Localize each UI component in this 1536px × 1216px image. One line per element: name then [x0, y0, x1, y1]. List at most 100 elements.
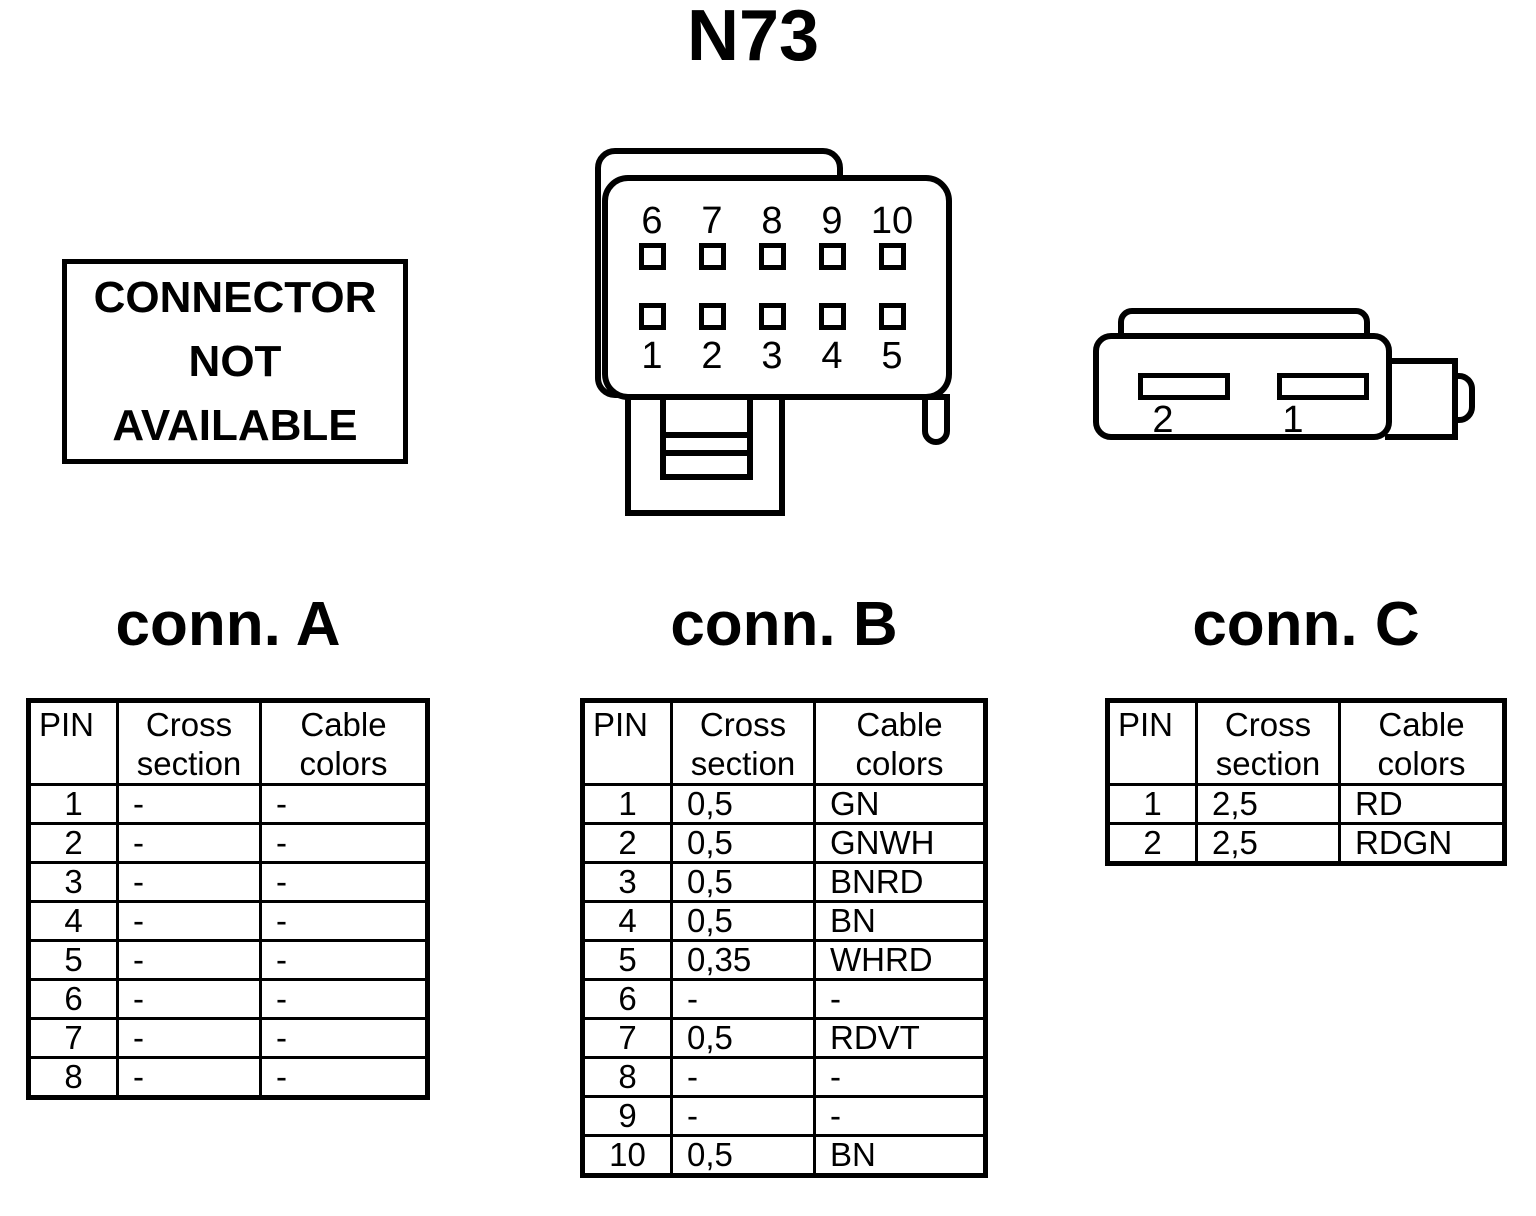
- pin-column: 8: [742, 201, 802, 270]
- cable-color-cell: -: [813, 1095, 987, 1137]
- table-row: 3--: [27, 861, 429, 903]
- pin-number-label: 1: [641, 335, 663, 377]
- connector-c-slot-1: [1277, 373, 1369, 400]
- pin-column: 6: [622, 201, 682, 270]
- cable-color-cell: -: [259, 1056, 429, 1099]
- table-row: 2--: [27, 822, 429, 864]
- cable-color-cell: -: [259, 900, 429, 942]
- connector-c-extension: [1385, 358, 1458, 440]
- connector-c-slot-2: [1138, 373, 1230, 400]
- cable-color-cell: BNRD: [813, 861, 987, 903]
- cross-section-cell: 0,5: [670, 1017, 816, 1059]
- column-header: PIN: [1106, 699, 1198, 786]
- pin-number-label: 4: [821, 335, 843, 377]
- cross-section-cell: 2,5: [1195, 783, 1341, 825]
- pin-number-cell: 4: [581, 900, 673, 942]
- slot-number-label: 2: [1152, 399, 1174, 441]
- cross-section-cell: -: [670, 1095, 816, 1137]
- pin-number-cell: 2: [1106, 822, 1198, 865]
- pin-number-cell: 5: [27, 939, 119, 981]
- latch-rib: [666, 450, 747, 456]
- pin-contact-square: [638, 303, 666, 330]
- cable-color-cell: -: [259, 978, 429, 1020]
- table-row: 6--: [27, 978, 429, 1020]
- column-header: PIN: [27, 699, 119, 786]
- connector-not-available-box: CONNECTOR NOT AVAILABLE: [62, 259, 408, 464]
- table-row: 4--: [27, 900, 429, 942]
- column-header: Cross section: [1195, 699, 1341, 786]
- cable-color-cell: RDVT: [813, 1017, 987, 1059]
- table-row: 9--: [581, 1095, 987, 1137]
- pin-number-cell: 7: [27, 1017, 119, 1059]
- cable-color-cell: BN: [813, 900, 987, 942]
- cross-section-cell: 0,5: [670, 1134, 816, 1177]
- table-row: 1--: [27, 783, 429, 825]
- cable-color-cell: -: [259, 822, 429, 864]
- column-header: Cable colors: [1338, 699, 1506, 786]
- pin-number-cell: 6: [581, 978, 673, 1020]
- conn-b-title: conn. B: [670, 590, 898, 659]
- connector-b-latch-inner: [660, 394, 753, 480]
- cross-section-cell: -: [116, 900, 262, 942]
- slot-number-label: 1: [1282, 399, 1304, 441]
- na-line-3: AVAILABLE: [112, 400, 358, 450]
- cross-section-cell: -: [116, 783, 262, 825]
- pin-contact-square: [698, 243, 726, 270]
- pin-number-cell: 3: [581, 861, 673, 903]
- pin-number-cell: 4: [27, 900, 119, 942]
- pin-column: 10: [862, 201, 922, 270]
- cable-color-cell: RD: [1338, 783, 1506, 825]
- cable-color-cell: BN: [813, 1134, 987, 1177]
- pin-number-label: 7: [701, 200, 723, 242]
- conn-a-title: conn. A: [115, 590, 341, 659]
- cable-color-cell: -: [813, 1056, 987, 1098]
- pin-column: 7: [682, 201, 742, 270]
- pin-number-cell: 2: [27, 822, 119, 864]
- pin-column: 4: [802, 303, 862, 376]
- cable-color-cell: -: [259, 939, 429, 981]
- cable-color-cell: -: [259, 1017, 429, 1059]
- table-row: 7--: [27, 1017, 429, 1059]
- cable-color-cell: GN: [813, 783, 987, 825]
- cross-section-cell: 0,5: [670, 783, 816, 825]
- pin-column: 3: [742, 303, 802, 376]
- pin-number-cell: 8: [581, 1056, 673, 1098]
- cross-section-cell: -: [116, 822, 262, 864]
- pin-contact-square: [758, 303, 786, 330]
- cross-section-cell: -: [116, 861, 262, 903]
- pin-column: 9: [802, 201, 862, 270]
- column-header: Cable colors: [259, 699, 429, 786]
- pin-number-label: 10: [870, 200, 914, 242]
- cable-color-cell: RDGN: [1338, 822, 1506, 865]
- pin-contact-square: [878, 303, 906, 330]
- column-header: Cable colors: [813, 699, 987, 786]
- cable-color-cell: -: [259, 783, 429, 825]
- pin-number-cell: 5: [581, 939, 673, 981]
- cross-section-cell: 2,5: [1195, 822, 1341, 865]
- pin-number-label: 2: [701, 335, 723, 377]
- table-row: 8--: [27, 1056, 429, 1099]
- pin-number-cell: 1: [581, 783, 673, 825]
- pin-number-cell: 3: [27, 861, 119, 903]
- pin-number-cell: 1: [1106, 783, 1198, 825]
- pin-number-cell: 2: [581, 822, 673, 864]
- pin-number-label: 9: [821, 200, 843, 242]
- connector-c-diagram: 2 1: [1093, 308, 1488, 448]
- cable-color-cell: WHRD: [813, 939, 987, 981]
- conn-c-title: conn. C: [1192, 590, 1420, 659]
- cross-section-cell: 0,5: [670, 861, 816, 903]
- connector-b-side-tab: [922, 394, 950, 445]
